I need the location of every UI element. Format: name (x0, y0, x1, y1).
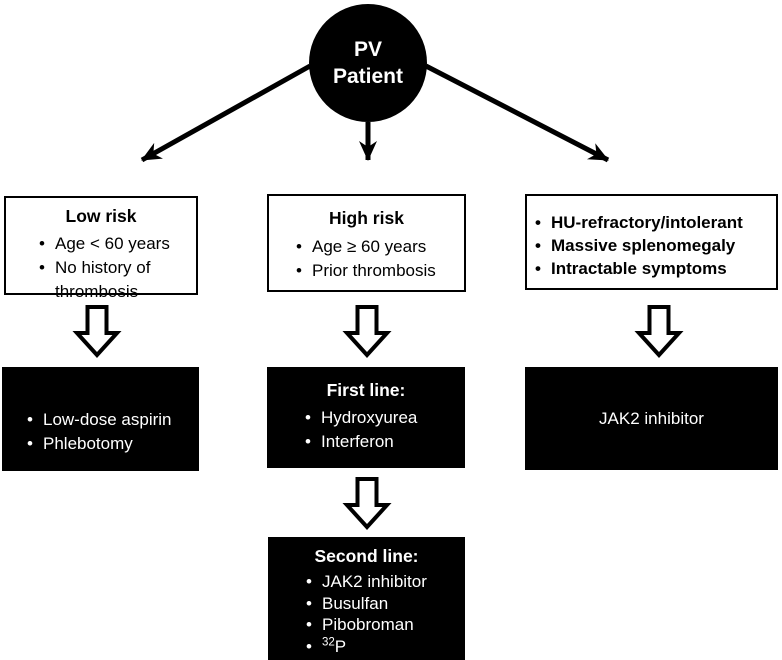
list-item: Age < 60 years (34, 232, 196, 256)
list-item: Massive splenomegaly (530, 234, 776, 257)
isotope-superscript: 32 (322, 635, 335, 648)
low-risk-treatment-bullet-list: Low-dose aspirin Phlebotomy (22, 408, 199, 456)
high-risk-bullet-list: Age ≥ 60 years Prior thrombosis (291, 235, 464, 283)
low-risk-bullet-list: Age < 60 years No history of thrombosis (34, 232, 196, 304)
pv-patient-label-line2: Patient (332, 65, 403, 88)
list-item: Phlebotomy (22, 432, 199, 456)
pv-patient-label-line1: PV (353, 38, 382, 61)
low-risk-title: Low risk (65, 206, 137, 226)
block-arrow-first-line-to-second-line (342, 477, 392, 530)
list-item: Busulfan (301, 593, 465, 615)
high-risk-title: High risk (329, 208, 404, 228)
jak2-inhibitor-label: JAK2 inhibitor (599, 408, 704, 428)
first-line-treatment-box: First line: Hydroxyurea Interferon (267, 367, 465, 468)
second-line-title: Second line: (314, 546, 419, 566)
high-risk-box: High risk Age ≥ 60 years Prior thrombosi… (267, 194, 466, 292)
list-item: Low-dose aspirin (22, 408, 199, 432)
arrow-patient-to-special (424, 63, 610, 163)
second-line-bullet-list: JAK2 inhibitor Busulfan Pibobroman 32P (301, 571, 465, 657)
block-arrow-special-to-jak2 (634, 305, 684, 358)
jak2-inhibitor-box: JAK2 inhibitor (525, 367, 778, 470)
list-item: JAK2 inhibitor (301, 571, 465, 593)
special-situations-bullet-list: HU-refractory/intolerant Massive splenom… (530, 211, 776, 280)
list-item: Pibobroman (301, 614, 465, 636)
special-situations-box: HU-refractory/intolerant Massive splenom… (525, 194, 778, 290)
second-line-treatment-box: Second line: JAK2 inhibitor Busulfan Pib… (268, 537, 465, 660)
list-item-isotope: 32P (301, 636, 465, 658)
list-item: Prior thrombosis (291, 259, 464, 283)
first-line-bullet-list: Hydroxyurea Interferon (300, 406, 465, 454)
first-line-title: First line: (326, 380, 406, 400)
low-risk-treatment-box: Low-dose aspirin Phlebotomy (2, 367, 199, 471)
list-item: Age ≥ 60 years (291, 235, 464, 259)
list-item: No history of thrombosis (34, 256, 196, 304)
block-arrow-low-risk-to-treatment (72, 305, 122, 358)
isotope-symbol: P (334, 636, 347, 656)
pv-patient-node: PV Patient (309, 4, 427, 122)
list-item: HU-refractory/intolerant (530, 211, 776, 234)
list-item: Intractable symptoms (530, 257, 776, 280)
arrow-patient-to-low-risk (140, 63, 312, 163)
block-arrow-high-risk-to-first-line (342, 305, 392, 358)
list-item: Interferon (300, 430, 465, 454)
list-item: Hydroxyurea (300, 406, 465, 430)
low-risk-box: Low risk Age < 60 years No history of th… (4, 196, 198, 301)
